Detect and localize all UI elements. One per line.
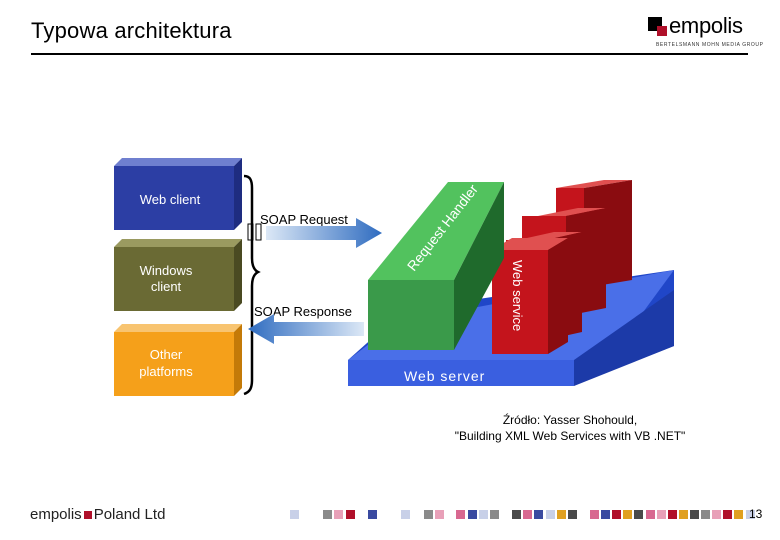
footer-square bbox=[623, 510, 632, 519]
web-service-label: Web service bbox=[510, 260, 525, 331]
footer-square bbox=[334, 510, 343, 519]
architecture-diagram: Web client Windows client Other platform… bbox=[114, 158, 674, 396]
footer-square bbox=[657, 510, 666, 519]
footer-brand-left: empolis bbox=[30, 506, 82, 523]
web-client-box: Web client bbox=[114, 158, 242, 230]
footer-square bbox=[734, 510, 743, 519]
footer-square bbox=[424, 510, 433, 519]
footer-square bbox=[323, 510, 332, 519]
footer-square bbox=[401, 510, 410, 519]
footer-square bbox=[634, 510, 643, 519]
footer-square bbox=[568, 510, 577, 519]
footer-square bbox=[368, 510, 377, 519]
footer-square bbox=[346, 510, 355, 519]
footer-square bbox=[601, 510, 610, 519]
footer-square bbox=[712, 510, 721, 519]
footer-square bbox=[523, 510, 532, 519]
soap-request-arrow: SOAP Request bbox=[247, 212, 382, 248]
footer-square bbox=[435, 510, 444, 519]
web-service-block-front: Web service bbox=[492, 238, 568, 354]
soap-response-arrow: SOAP Response bbox=[248, 304, 364, 344]
source-caption: Źródło: Yasser Shohould, "Building XML W… bbox=[420, 412, 720, 444]
web-client-label: Web client bbox=[140, 192, 201, 207]
soap-request-label: SOAP Request bbox=[260, 212, 348, 227]
footer-square bbox=[557, 510, 566, 519]
other-platforms-label-line1: Other bbox=[150, 347, 183, 362]
footer-square bbox=[468, 510, 477, 519]
windows-client-label-line1: Windows bbox=[140, 263, 193, 278]
footer-brand: empolis Poland Ltd bbox=[30, 506, 165, 523]
footer-square bbox=[590, 510, 599, 519]
footer-square bbox=[490, 510, 499, 519]
soap-response-label: SOAP Response bbox=[254, 304, 352, 319]
empolis-logo: empolis BERTELSMANN MOHN MEDIA GROUP bbox=[648, 13, 763, 51]
windows-client-box: Windows client bbox=[114, 239, 242, 311]
footer-brand-right: Poland Ltd bbox=[93, 506, 166, 523]
logo-wordmark: empolis bbox=[669, 13, 743, 38]
client-group-brace bbox=[243, 174, 261, 396]
footer-square bbox=[668, 510, 677, 519]
logo-tagline: BERTELSMANN MOHN MEDIA GROUP bbox=[656, 42, 764, 48]
web-server-label: Web server bbox=[404, 368, 485, 384]
footer-square bbox=[512, 510, 521, 519]
footer-brand-square bbox=[83, 510, 92, 519]
page-number: 13 bbox=[749, 507, 763, 521]
logo-red-square bbox=[657, 26, 667, 36]
footer-square bbox=[534, 510, 543, 519]
footer-square bbox=[290, 510, 299, 519]
footer-square bbox=[612, 510, 621, 519]
other-platforms-label-line2: platforms bbox=[139, 364, 193, 379]
footer-square bbox=[723, 510, 732, 519]
footer-square bbox=[679, 510, 688, 519]
footer-square bbox=[690, 510, 699, 519]
footer-square bbox=[746, 510, 755, 519]
windows-client-label-line2: client bbox=[151, 279, 182, 294]
footer-square bbox=[456, 510, 465, 519]
footer-square bbox=[646, 510, 655, 519]
source-caption-line1: Źródło: Yasser Shohould, bbox=[502, 413, 638, 427]
footer-square bbox=[546, 510, 555, 519]
footer-square bbox=[701, 510, 710, 519]
footer-square bbox=[479, 510, 488, 519]
request-handler-prism: Request Handler bbox=[368, 181, 504, 350]
slide-title: Typowa architektura bbox=[31, 18, 232, 43]
title-divider bbox=[31, 53, 748, 55]
other-platforms-box: Other platforms bbox=[114, 324, 242, 396]
source-caption-line2: "Building XML Web Services with VB .NET" bbox=[454, 429, 686, 443]
